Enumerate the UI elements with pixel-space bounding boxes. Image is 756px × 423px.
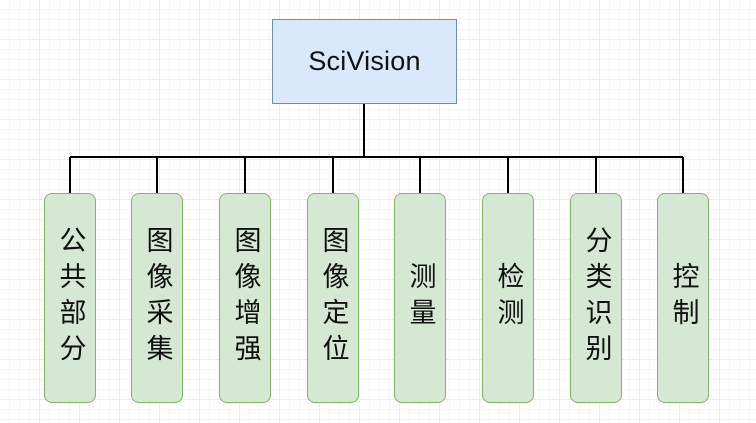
child-node-label: 图像增强 <box>229 226 261 370</box>
root-node-label: SciVision <box>308 46 421 76</box>
child-node-box[interactable]: 测量 <box>394 193 446 403</box>
root-node-box[interactable]: SciVision <box>272 19 457 104</box>
child-node-box[interactable]: 图像增强 <box>219 193 271 403</box>
child-node-label: 测量 <box>404 262 436 334</box>
child-node-box[interactable]: 控制 <box>657 193 709 403</box>
child-node-box[interactable]: 检测 <box>482 193 534 403</box>
child-node-box[interactable]: 图像定位 <box>307 193 359 403</box>
child-node-box[interactable]: 分类识别 <box>570 193 622 403</box>
child-node-label: 图像定位 <box>317 226 349 370</box>
child-node-label: 图像采集 <box>141 226 173 370</box>
child-node-box[interactable]: 公共部分 <box>44 193 96 403</box>
child-node-label: 控制 <box>667 262 699 334</box>
child-node-label: 分类识别 <box>580 226 612 370</box>
child-node-label: 公共部分 <box>54 226 86 370</box>
child-node-label: 检测 <box>492 262 524 334</box>
child-node-box[interactable]: 图像采集 <box>131 193 183 403</box>
